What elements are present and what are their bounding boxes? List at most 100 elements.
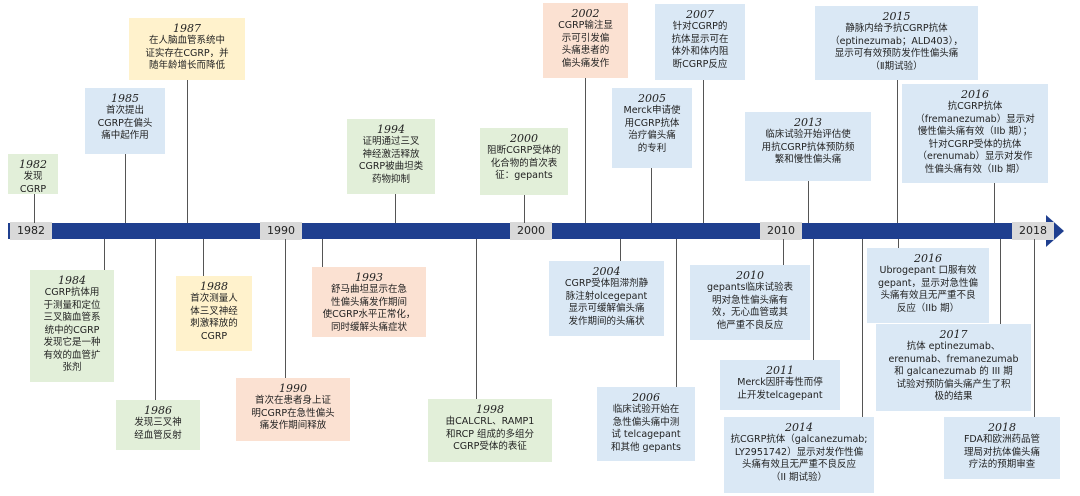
event-year: 2000 — [510, 132, 538, 145]
connector-line — [808, 181, 809, 223]
event-2015: 2015 静脉内给予抗CGRP抗体 （eptinezumab；ALD403）， … — [815, 6, 978, 80]
event-year: 1998 — [476, 403, 504, 416]
event-2000: 2000 阻断CGRP受体的 化合物的首次表 征：gepants — [480, 128, 568, 195]
event-text: CGRP受体阻滞剂静 脉注射olcegepant 显示可缓解偏头痛 发作期间的头… — [564, 278, 649, 327]
connector-line — [651, 168, 652, 223]
event-year: 1986 — [144, 404, 172, 417]
event-text: 由CALCRL、RAMP1 和RCP 组成的多组分 CGRP受体的表征 — [445, 416, 535, 452]
event-2017: 2017 抗体 eptinezumab、 erenumab、fremanezum… — [876, 324, 1031, 411]
connector-line — [676, 239, 677, 387]
connector-line — [125, 154, 126, 223]
connector-line — [203, 239, 204, 276]
axis-tick-1982: 1982 — [10, 222, 52, 240]
connector-line — [897, 80, 898, 223]
connector-line — [285, 239, 286, 378]
event-2016a: 2016 抗CGRP抗体 （fremanezumab）显示对 慢性偏头痛有效（I… — [902, 84, 1048, 183]
event-1986: 1986 发现三叉神 经血管反射 — [116, 400, 200, 450]
event-text: 证明通过三叉 神经激活释放 CGRP被曲坦类 药物抑制 — [358, 136, 424, 185]
event-text: 抗CGRP抗体（galcanezumab; LY2951742）显示对发作性偏 … — [730, 434, 868, 483]
event-text: 阻断CGRP受体的 化合物的首次表 征：gepants — [487, 145, 561, 181]
connector-line — [34, 194, 35, 223]
connector-line — [155, 239, 156, 400]
connector-line — [524, 195, 525, 223]
event-year: 2005 — [638, 92, 666, 105]
event-year: 2013 — [794, 116, 822, 129]
event-1987: 1987 在人脑血管系统中 证实存在CGRP，并 随年龄增长而降低 — [129, 18, 245, 80]
connector-line — [898, 239, 899, 248]
event-2004: 2004 CGRP受体阻滞剂静 脉注射olcegepant 显示可缓解偏头痛 发… — [549, 261, 664, 336]
event-year: 1990 — [279, 382, 307, 395]
event-2016b: 2016 Ubrogepant 口服有效 gepant，显示对急性偏 头痛有效且… — [867, 248, 989, 323]
event-text: 临床试验开始评估使 用抗CGRP抗体预防频 繁和慢性偏头痛 — [761, 129, 855, 165]
event-text: Ubrogepant 口服有效 gepant，显示对急性偏 头痛有效且无严重不良… — [878, 265, 978, 314]
event-year: 2007 — [686, 8, 714, 21]
event-text: Merck申请使 用CGRP抗体 治疗偏头痛 的专利 — [623, 105, 681, 154]
event-1998: 1998 由CALCRL、RAMP1 和RCP 组成的多组分 CGRP受体的表征 — [428, 399, 552, 462]
event-text: 静脉内给予抗CGRP抗体 （eptinezumab；ALD403）， 显示可有效… — [830, 23, 963, 72]
event-year: 1987 — [173, 22, 201, 35]
event-year: 2004 — [592, 265, 621, 278]
event-year: 2018 — [988, 421, 1016, 434]
connector-line — [783, 239, 784, 265]
connector-line — [187, 80, 188, 223]
event-text: FDA和欧洲药品管 理局对抗体偏头痛 疗法的预期审查 — [963, 434, 1041, 470]
event-1984: 1984 CGRP抗体用 于测量和定位 三叉脑血管系 统中的CGRP 发现它是一… — [30, 270, 114, 382]
event-year: 2016 — [914, 252, 942, 265]
connector-line — [476, 239, 477, 399]
event-text: CGRP抗体用 于测量和定位 三叉脑血管系 统中的CGRP 发现它是一种 有效的… — [43, 287, 101, 373]
event-text: 抗体 eptinezumab、 erenumab、fremanezumab 和 … — [888, 341, 1019, 402]
event-year: 1993 — [355, 271, 383, 284]
event-year: 1984 — [58, 274, 86, 287]
event-text: 首次测量人 体三叉神经 刺激释放的 CGRP — [190, 293, 238, 342]
event-text: 抗CGRP抗体 （fremanezumab）显示对 慢性偏头痛有效（IIb 期）… — [915, 101, 1035, 175]
event-2011: 2011 Merck因肝毒性而停 止开发telcagepant — [720, 360, 840, 410]
connector-line — [703, 80, 704, 223]
event-year: 2002 — [571, 7, 600, 20]
connector-line — [104, 239, 105, 270]
event-text: 针对CGRP的 抗体显示可在 体外和体内阻 断CGRP反应 — [671, 21, 729, 70]
event-year: 2015 — [882, 10, 911, 23]
event-text: Merck因肝毒性而停 止开发telcagepant — [737, 377, 823, 401]
event-2014: 2014 抗CGRP抗体（galcanezumab; LY2951742）显示对… — [724, 417, 874, 493]
event-year: 1988 — [200, 280, 228, 293]
event-text: 首次提出 CGRP在偏头 痛中起作用 — [97, 105, 153, 141]
event-1985: 1985 首次提出 CGRP在偏头 痛中起作用 — [85, 88, 165, 154]
event-text: 发现CGRP — [19, 171, 47, 195]
event-text: 发现三叉神 经血管反射 — [134, 417, 182, 441]
connector-line — [585, 78, 586, 223]
event-year: 2014 — [785, 421, 813, 434]
event-text: gepants临床试验表 明对急性偏头痛有 效，无心血管或其 他严重不良反应 — [707, 282, 793, 331]
event-2018: 2018 FDA和欧洲药品管 理局对抗体偏头痛 疗法的预期审查 — [944, 417, 1060, 479]
event-year: 2006 — [632, 391, 660, 404]
event-year: 2011 — [766, 364, 794, 377]
event-2007: 2007 针对CGRP的 抗体显示可在 体外和体内阻 断CGRP反应 — [655, 4, 745, 80]
axis-tick-2018: 2018 — [1012, 222, 1054, 240]
axis-tick-2000: 2000 — [510, 222, 552, 240]
event-2002: 2002 CGRP输注显 示可引发偏 头痛患者的 偏头痛发作 — [543, 3, 628, 78]
connector-line — [322, 239, 323, 267]
event-text: 舒马曲坦显示在急 性偏头痛发作期间 使CGRP水平正常化， 同时缓解头痛症状 — [322, 284, 416, 333]
event-year: 2016 — [961, 88, 989, 101]
event-text: 首次在患者身上证 明CGRP在急性偏头 痛发作期间释放 — [251, 395, 335, 431]
connector-line — [813, 239, 814, 360]
event-text: 临床试验开始在 急性偏头痛中测 试 telcagepant 和其他 gepant… — [611, 404, 681, 453]
event-2006: 2006 临床试验开始在 急性偏头痛中测 试 telcagepant 和其他 g… — [597, 387, 695, 461]
event-year: 1985 — [111, 92, 139, 105]
connector-line — [1034, 239, 1035, 417]
event-2010: 2010 gepants临床试验表 明对急性偏头痛有 效，无心血管或其 他严重不… — [690, 265, 810, 340]
event-2005: 2005 Merck申请使 用CGRP抗体 治疗偏头痛 的专利 — [612, 88, 692, 168]
connector-line — [994, 183, 995, 223]
axis-tick-2010: 2010 — [760, 222, 802, 240]
event-year: 1982 — [19, 158, 47, 171]
connector-line — [862, 239, 863, 417]
event-1988: 1988 首次测量人 体三叉神经 刺激释放的 CGRP — [176, 276, 252, 351]
event-text: CGRP输注显 示可引发偏 头痛患者的 偏头痛发作 — [558, 20, 613, 69]
event-1993: 1993 舒马曲坦显示在急 性偏头痛发作期间 使CGRP水平正常化， 同时缓解头… — [312, 267, 426, 337]
event-2013: 2013 临床试验开始评估使 用抗CGRP抗体预防频 繁和慢性偏头痛 — [745, 112, 871, 181]
connector-line — [620, 239, 621, 261]
event-1990: 1990 首次在患者身上证 明CGRP在急性偏头 痛发作期间释放 — [236, 378, 350, 441]
axis-tick-1990: 1990 — [260, 222, 302, 240]
connector-line — [1000, 239, 1001, 324]
event-1982: 1982 发现CGRP — [8, 154, 58, 195]
event-year: 1994 — [377, 123, 405, 136]
